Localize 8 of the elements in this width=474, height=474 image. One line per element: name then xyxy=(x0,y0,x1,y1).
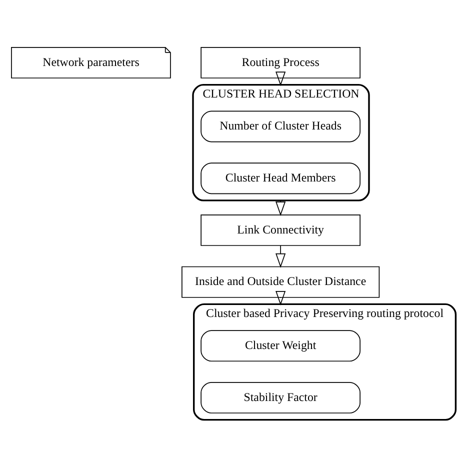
node-box: Cluster Weight xyxy=(200,330,360,362)
node-box: Link Connectivity xyxy=(200,214,360,246)
node-box: Cluster Head Members xyxy=(200,162,360,194)
arrow xyxy=(276,291,286,306)
arrow xyxy=(276,72,286,86)
node-box: Number of Cluster Heads xyxy=(200,110,360,142)
arrow xyxy=(276,245,286,268)
node-box: Stability Factor xyxy=(200,382,360,414)
